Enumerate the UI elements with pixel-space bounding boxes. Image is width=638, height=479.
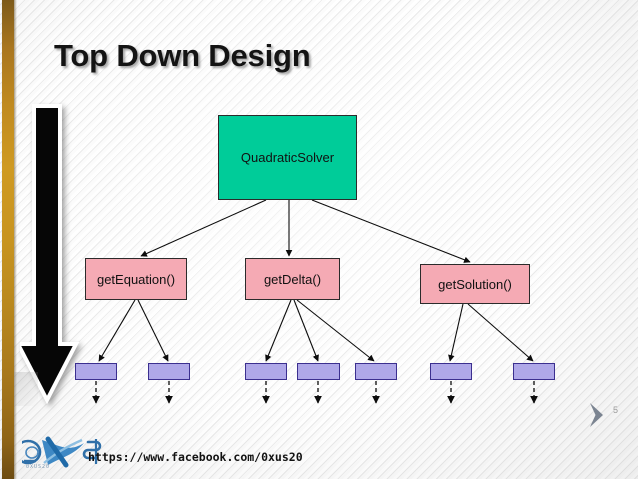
edge-getDelta-to-leaf3 — [265, 299, 292, 362]
node-leaf3[interactable] — [245, 363, 287, 380]
edge-getEquation-to-leaf1 — [98, 299, 136, 362]
node-label: getSolution() — [438, 276, 512, 292]
edge-getSolution-to-leaf6 — [448, 303, 464, 362]
node-label: QuadraticSolver — [240, 150, 335, 165]
node-label: getDelta() — [263, 271, 322, 287]
node-leaf4[interactable] — [297, 363, 340, 380]
left-accent-bar-edge — [14, 0, 17, 479]
node-getDelta[interactable]: getDelta() — [245, 258, 340, 300]
edge-getEquation-to-leaf2 — [137, 299, 169, 362]
node-getSolution[interactable]: getSolution() — [420, 264, 530, 304]
edge-getSolution-to-leaf7 — [467, 303, 534, 362]
node-root[interactable]: QuadraticSolver — [218, 115, 357, 200]
left-accent-bar — [2, 0, 14, 479]
node-leaf2[interactable] — [148, 363, 190, 380]
node-label: getEquation() — [96, 271, 176, 287]
footer-url-text[interactable]: https://www.facebook.com/0xus20 — [88, 450, 303, 464]
node-leaf6[interactable] — [430, 363, 472, 380]
node-getEquation[interactable]: getEquation() — [85, 258, 187, 300]
edge-getDelta-to-leaf5 — [296, 299, 375, 362]
chevron-right-icon — [590, 403, 603, 427]
node-leaf1[interactable] — [75, 363, 117, 380]
edge-getDelta-to-leaf4 — [293, 299, 319, 362]
edge-root-to-getEquation — [140, 199, 267, 257]
node-leaf7[interactable] — [513, 363, 555, 380]
edge-root-to-getSolution — [311, 199, 471, 263]
brand-logo-subtext: 0XUS20 — [26, 464, 51, 470]
page-number: 5 — [613, 405, 619, 415]
down-arrow-graphic — [20, 104, 80, 404]
node-leaf5[interactable] — [355, 363, 397, 380]
brand-logo-icon — [22, 436, 102, 468]
page-title: Top Down Design — [54, 38, 311, 73]
